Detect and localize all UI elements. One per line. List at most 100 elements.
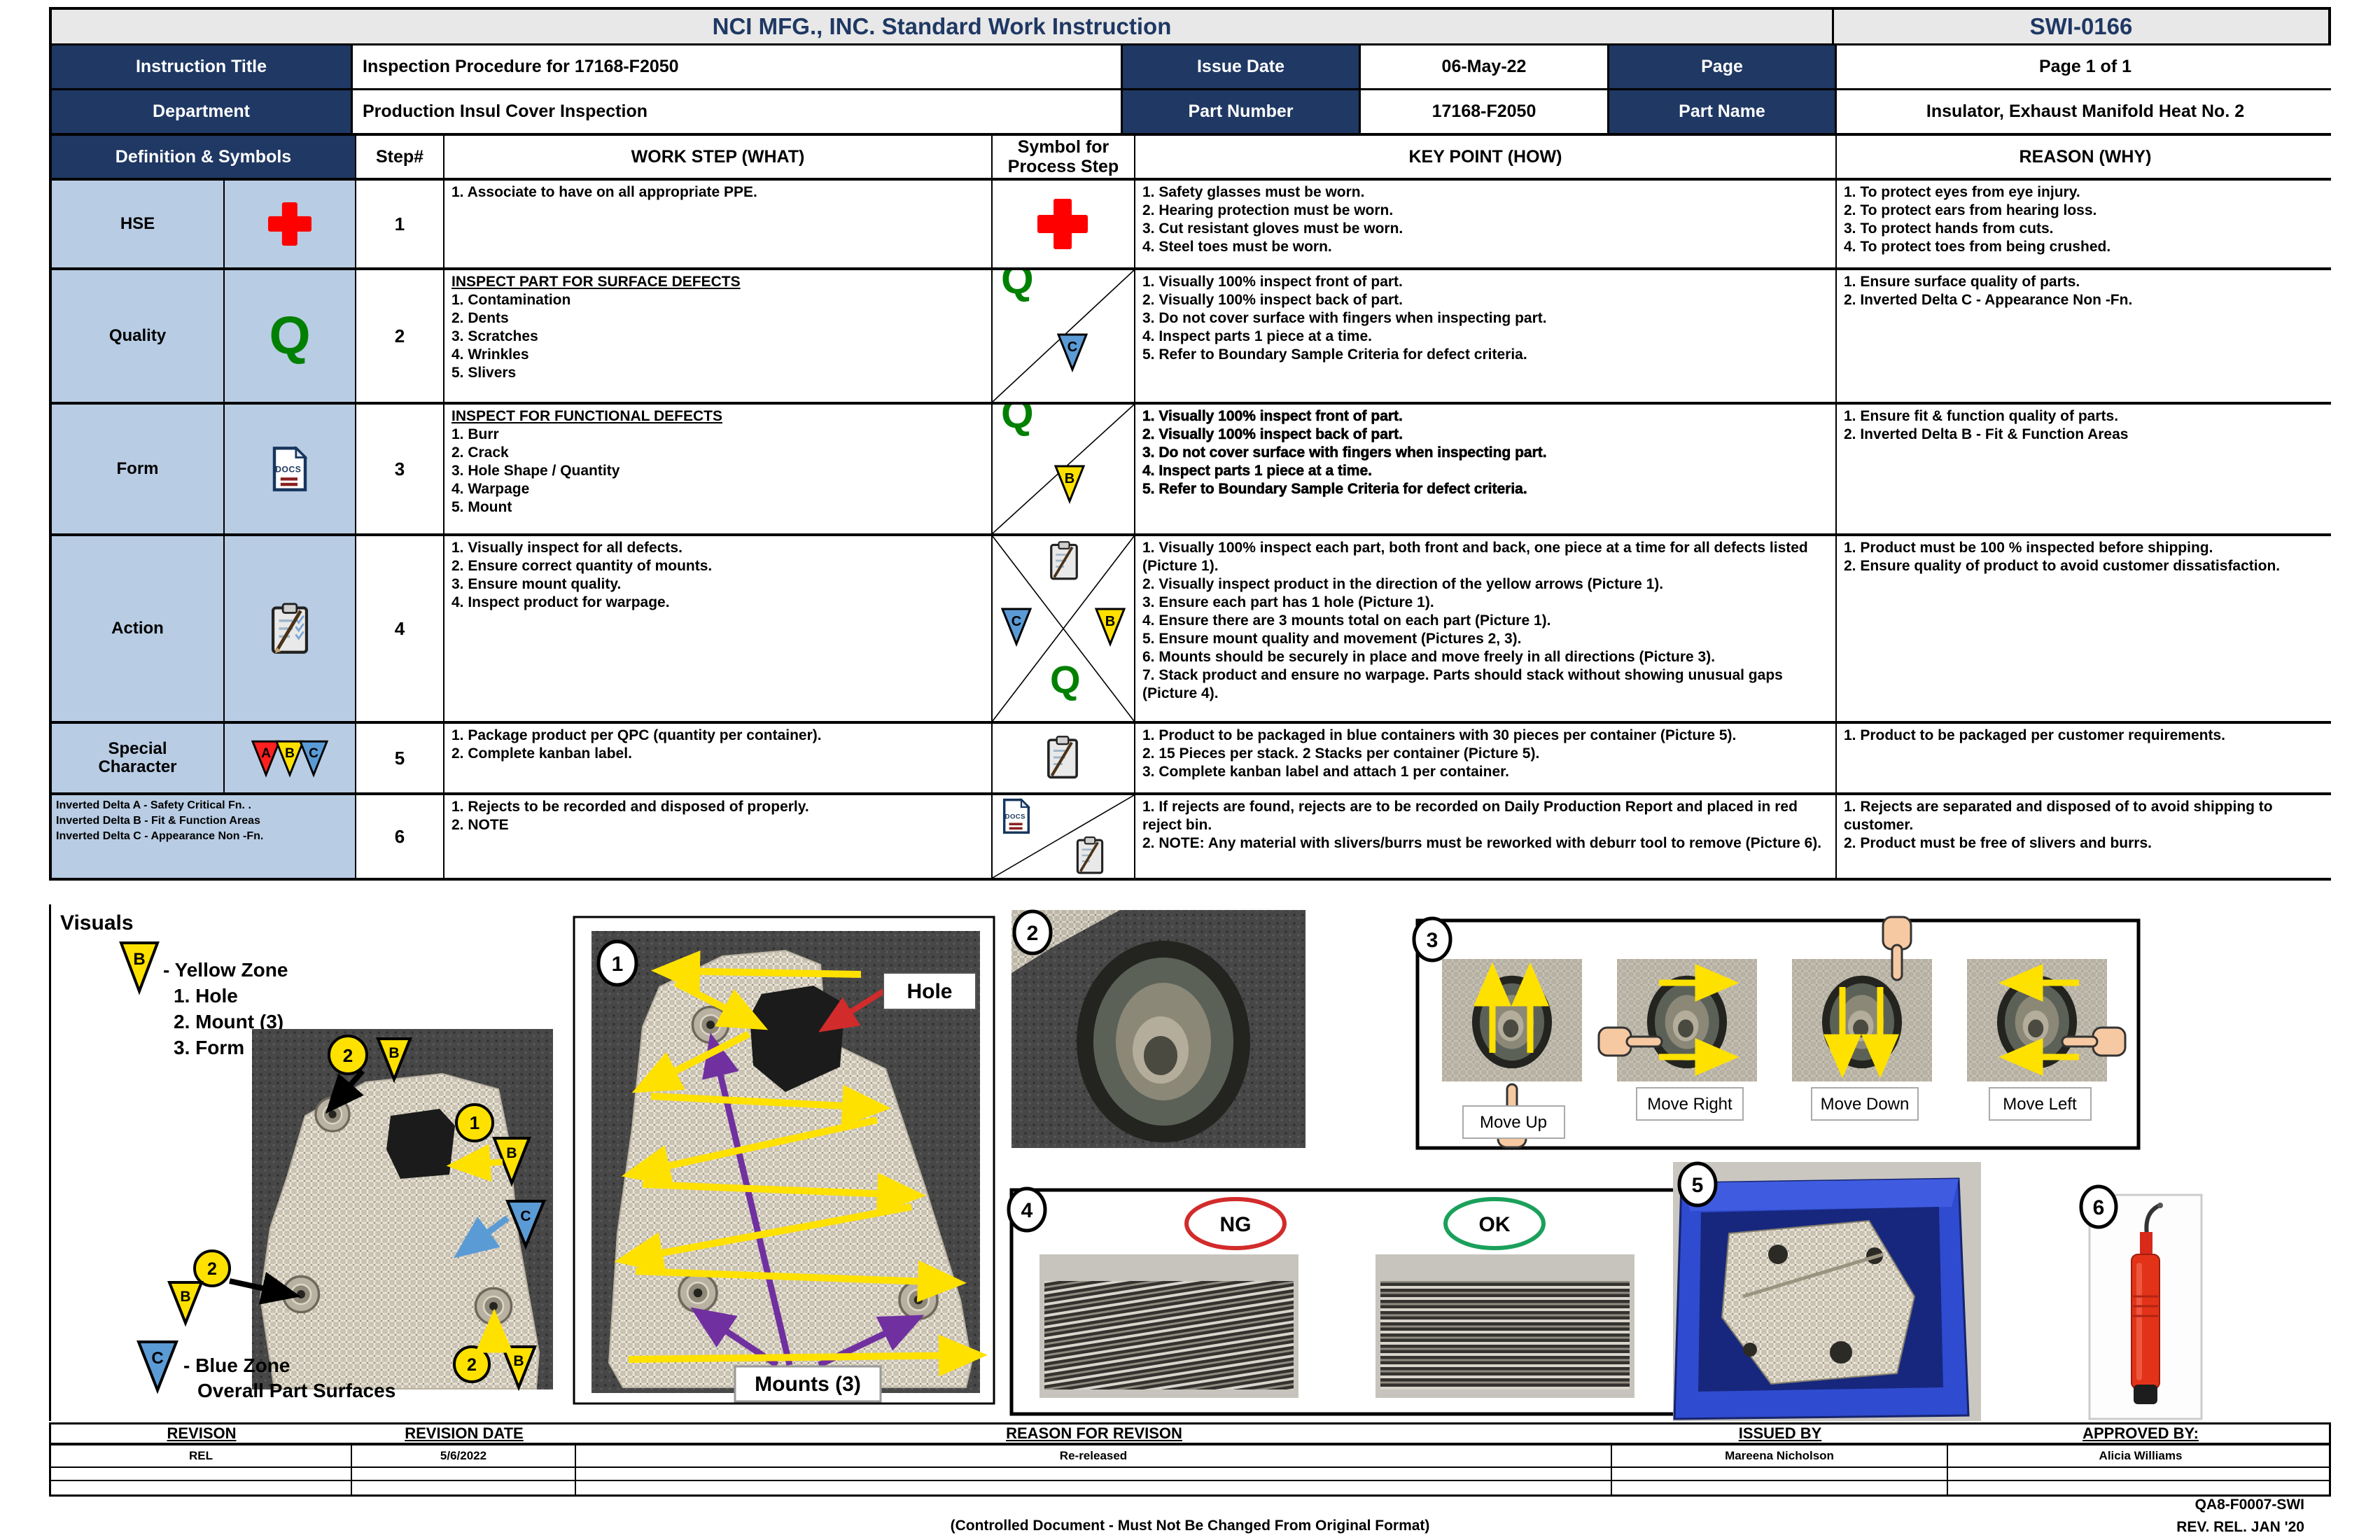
svg-text:B: B	[1065, 471, 1074, 486]
revision-row: REL 5/6/2022 Re-released Mareena Nichols…	[51, 1446, 2329, 1468]
ng-oval	[1184, 1197, 1287, 1250]
reason-cell: 1. Ensure fit & function quality of part…	[1837, 405, 2334, 533]
revision-table-header: REVISON REVISION DATE REASON FOR REVISON…	[51, 1424, 2329, 1446]
step-number: 6	[356, 795, 444, 878]
instruction-title-value: Inspection Procedure for 17168-F2050	[353, 46, 1123, 88]
page-label: Page	[1609, 46, 1837, 88]
hole-label-box	[883, 972, 976, 1010]
svg-text:B: B	[506, 1145, 517, 1161]
process-symbol-cell: C B Q	[993, 536, 1135, 721]
visuals-section: Visuals B - Yellow Zone 1. Hole 2. Mount…	[49, 904, 2203, 1421]
action-symbol-cell	[225, 536, 356, 721]
inverted-delta-b-icon	[500, 1345, 537, 1392]
col-symbol-for-process-step: Symbol for Process Step	[993, 136, 1135, 178]
move-down-label-box	[1811, 1087, 1919, 1121]
yellow-zone-legend: B - Yellow Zone 1. Hole 2. Mount (3) 3. …	[119, 941, 288, 1058]
svg-text:C: C	[151, 1349, 163, 1368]
picture-1-badge	[596, 939, 638, 987]
picture-6-badge	[2079, 1184, 2118, 1229]
work-step-cell: INSPECT PART FOR SURFACE DEFECTS 1. Cont…	[444, 270, 993, 402]
svg-text:B: B	[513, 1353, 524, 1369]
mounts-label-box	[734, 1365, 882, 1403]
issue-date-label: Issue Date	[1123, 46, 1361, 88]
reason-cell: 1. Ensure surface quality of parts. 2. I…	[1837, 270, 2334, 402]
document-title: NCI MFG., INC. Standard Work Instruction	[52, 10, 1834, 43]
ok-oval	[1443, 1197, 1546, 1250]
svg-text:1. Hole: 1. Hole	[174, 985, 238, 1007]
page-value: Page 1 of 1	[1837, 46, 2334, 88]
svg-text:1: 1	[612, 953, 624, 976]
inverted-delta-b-icon	[119, 941, 160, 995]
step-number: 3	[356, 405, 444, 533]
inverted-delta-c-icon	[505, 1200, 546, 1250]
move-up-label-box	[1462, 1105, 1565, 1139]
svg-text:2: 2	[207, 1259, 217, 1279]
inverted-delta-legend: Inverted Delta A - Safety Critical Fn. .…	[52, 795, 356, 878]
inverted-delta-c-icon: C	[1057, 333, 1088, 372]
reason-cell: 1. Rejects are separated and disposed of…	[1837, 795, 2334, 878]
key-point-cell: 1. Visually 100% inspect front of part. …	[1135, 270, 1837, 402]
svg-text:B: B	[180, 1289, 190, 1305]
first-aid-cross-icon	[1037, 199, 1088, 249]
deburr-tool-body	[2131, 1254, 2160, 1390]
clipboard-icon	[1076, 836, 1104, 874]
process-symbol-cell	[993, 181, 1135, 267]
inverted-delta-b-icon: B	[1095, 608, 1126, 647]
process-symbol-cell	[993, 724, 1135, 792]
deburr-blade	[2144, 1203, 2161, 1236]
issue-date-value: 06-May-22	[1361, 46, 1609, 88]
picture-4-warpage-comparison: 4 NG OK	[1007, 1186, 1696, 1416]
reason-for-revision-col-header: REASON FOR REVISON	[1006, 1424, 1182, 1442]
work-step-cell: 1. Visually inspect for all defects. 2. …	[444, 536, 993, 721]
col-reason: REASON (WHY)	[1837, 136, 2334, 178]
form-revision: REV. REL. JAN '20	[2176, 1519, 2304, 1535]
inverted-delta-c-icon: C	[1001, 608, 1032, 647]
callout-2-badge	[453, 1345, 491, 1383]
approved-by-col-header: APPROVED BY:	[2082, 1424, 2199, 1442]
clipboard-icon	[1047, 736, 1078, 779]
key-point-cell: 1. Safety glasses must be worn. 2. Heari…	[1135, 181, 1837, 267]
inverted-delta-b-icon: B	[275, 740, 304, 778]
revision-row-empty	[51, 1468, 2329, 1481]
inverted-delta-b-icon	[167, 1281, 204, 1327]
col-definition-symbols: Definition & Symbols	[52, 136, 356, 178]
key-point-cell: 1. Product to be packaged in blue contai…	[1135, 724, 1837, 792]
svg-text:6: 6	[2093, 1196, 2105, 1219]
form-symbol-cell: DOCS	[225, 405, 356, 533]
svg-text:Move Right: Move Right	[1647, 1095, 1732, 1114]
svg-text:Overall Part Surfaces: Overall Part Surfaces	[197, 1380, 396, 1401]
diagonal-divider	[993, 795, 1134, 878]
category-hse: HSE	[52, 181, 225, 267]
callout-2-badge	[193, 1250, 231, 1287]
key-point-cell: 1. Visually 100% inspect front of part. …	[1135, 405, 1837, 533]
blue-zone-legend: C - Blue Zone Overall Part Surfaces	[136, 1340, 396, 1401]
info-row-1: Instruction Title Inspection Procedure f…	[52, 43, 2334, 88]
info-row-2: Department Production Insul Cover Inspec…	[52, 88, 2334, 133]
table-row-action: Action 4 1. Visually inspect for all def…	[52, 533, 2334, 721]
svg-text:NG: NG	[1220, 1213, 1252, 1236]
process-symbol-cell: Q C	[993, 270, 1135, 402]
svg-text:DOCS: DOCS	[275, 464, 301, 474]
move-up-photo	[1442, 959, 1582, 1149]
move-left-photo	[1967, 959, 2127, 1082]
process-symbol-cell: DOCS	[993, 795, 1135, 878]
svg-text:A: A	[261, 746, 271, 761]
svg-text:Move Down: Move Down	[1821, 1095, 1910, 1114]
reason-cell: 1. Product to be packaged per customer r…	[1837, 724, 2334, 792]
svg-text:2: 2	[1027, 922, 1039, 945]
inspection-direction-arrows	[614, 950, 988, 1377]
svg-text:DOCS: DOCS	[1005, 813, 1026, 820]
picture-3-badge	[1412, 916, 1452, 962]
first-aid-cross-icon	[268, 202, 312, 246]
svg-text:5: 5	[1692, 1174, 1704, 1197]
x-divider	[993, 536, 1134, 721]
inverted-delta-b-icon	[376, 1037, 412, 1084]
svg-text:3: 3	[1427, 929, 1438, 952]
picture-5-badge	[1677, 1161, 1718, 1208]
part-hole	[386, 1109, 455, 1179]
picture-3-mount-movement: 3	[1412, 916, 2141, 1150]
work-step-cell: 1. Package product per QPC (quantity per…	[444, 724, 993, 792]
key-point-cell: 1. Visually 100% inspect each part, both…	[1135, 536, 1837, 721]
category-form: Form	[52, 405, 225, 533]
